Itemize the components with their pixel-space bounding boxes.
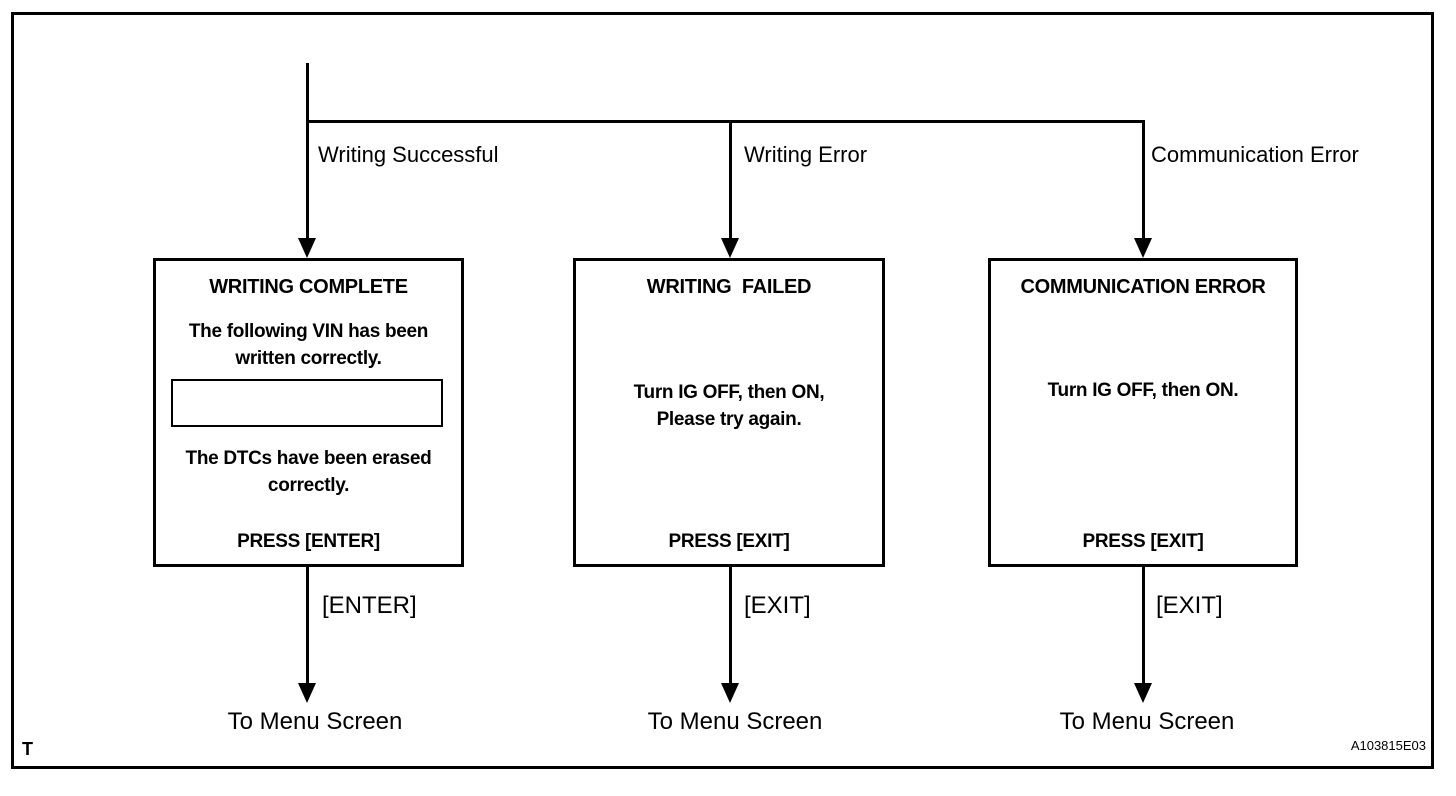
flow-line-branch3-stem	[1142, 120, 1145, 238]
key-label-exit: [EXIT]	[1156, 592, 1223, 619]
key-label-exit: [EXIT]	[744, 592, 811, 619]
branch-label-writing-error: Writing Error	[744, 142, 868, 167]
screen-message: Turn IG OFF, then ON, Please try again.	[633, 382, 825, 430]
screen-box-writing-complete: WRITING COMPLETE The following VIN has b…	[153, 258, 464, 567]
arrow-down-icon	[721, 683, 739, 703]
screen-box-writing-failed: WRITING FAILED Turn IG OFF, then ON, Ple…	[573, 258, 885, 567]
screen-box-communication-error: COMMUNICATION ERROR Turn IG OFF, then ON…	[988, 258, 1298, 567]
screen-message: The following VIN has been written corre…	[188, 321, 429, 369]
screen-message: Turn IG OFF, then ON.	[1047, 380, 1239, 401]
flow-line-exit2-stem	[729, 567, 732, 683]
flow-line-branch2-stem	[729, 120, 732, 238]
screen-press-instruction: PRESS [ENTER]	[237, 531, 380, 552]
screen-title: WRITING FAILED	[646, 276, 812, 298]
screen-title: WRITING COMPLETE	[209, 276, 408, 298]
key-label-enter: [ENTER]	[322, 592, 417, 619]
screen-press-instruction: PRESS [EXIT]	[1082, 531, 1204, 552]
branch-label-writing-successful: Writing Successful	[318, 142, 499, 167]
branch-label-communication-error: Communication Error	[1151, 142, 1359, 167]
flow-line-branch-horizontal	[306, 120, 1145, 123]
arrow-down-icon	[298, 238, 316, 258]
arrow-down-icon	[1134, 238, 1152, 258]
destination-label-menu-screen: To Menu Screen	[647, 708, 823, 735]
screen-title: COMMUNICATION ERROR	[1020, 276, 1266, 298]
destination-label-menu-screen: To Menu Screen	[1059, 708, 1235, 735]
flow-line-exit3-stem	[1142, 567, 1145, 683]
arrow-down-icon	[721, 238, 739, 258]
flow-line-exit1-stem	[306, 567, 309, 683]
flow-line-top-stem	[306, 63, 309, 238]
vin-field	[171, 379, 443, 427]
arrow-down-icon	[1134, 683, 1152, 703]
page-corner-label: T	[22, 739, 33, 759]
arrow-down-icon	[298, 683, 316, 703]
destination-label-menu-screen: To Menu Screen	[227, 708, 403, 735]
screen-press-instruction: PRESS [EXIT]	[668, 531, 790, 552]
figure-id: A103815E03	[1350, 738, 1426, 753]
screen-message: The DTCs have been erased correctly.	[185, 448, 432, 496]
